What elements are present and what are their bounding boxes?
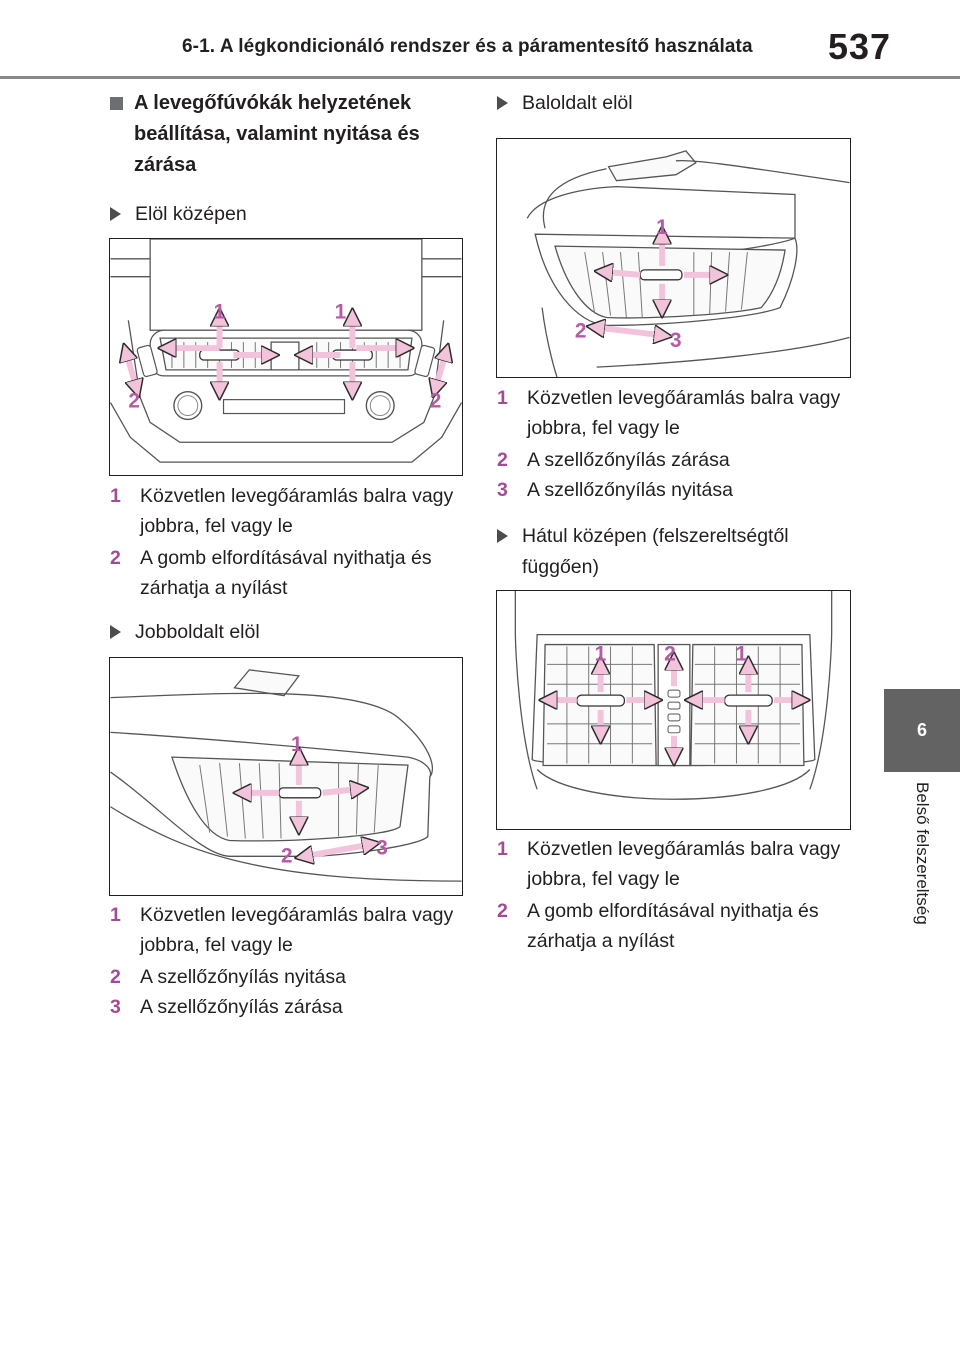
legend-text: Közvetlen levegőáramlás balra vagy jobbr… bbox=[527, 838, 841, 890]
callout-1-right: 1 bbox=[335, 300, 347, 323]
right-front-title: Jobboldalt elöl bbox=[110, 617, 480, 648]
legend-text: A szellőzőnyílás zárása bbox=[140, 996, 343, 1018]
figure-right-front-vent: 1 2 3 bbox=[109, 657, 463, 896]
legend-text: A szellőzőnyílás zárása bbox=[527, 449, 730, 471]
left-front-title: Baloldalt elöl bbox=[497, 88, 867, 119]
legend-item: 1 Közvetlen levegőáramlás balra vagy job… bbox=[497, 383, 867, 443]
legend-text: A gomb elfordításával nyithatja és zárha… bbox=[140, 547, 432, 599]
header-rule bbox=[0, 76, 960, 79]
callout-1: 1 bbox=[656, 216, 668, 239]
legend-number: 1 bbox=[110, 904, 121, 926]
legend-item: 3 A szellőzőnyílás zárása bbox=[110, 992, 480, 1022]
left-column: A levegőfúvókák helyzetének beállítása, … bbox=[110, 88, 480, 230]
callout-2-right: 2 bbox=[430, 390, 442, 413]
left-front-legend: 1 Közvetlen levegőáramlás balra vagy job… bbox=[497, 383, 867, 583]
figure-left-front-vent: 1 2 3 bbox=[496, 138, 851, 378]
chapter-tab[interactable]: 6 bbox=[884, 689, 960, 772]
legend-item: 1 Közvetlen levegőáramlás balra vagy job… bbox=[497, 834, 867, 894]
legend-number: 2 bbox=[497, 900, 508, 922]
legend-item: 2 A szellőzőnyílás zárása bbox=[497, 445, 867, 475]
callout-2-center: 2 bbox=[664, 642, 676, 665]
legend-number: 1 bbox=[497, 838, 508, 860]
legend-text: A szellőzőnyílás nyitása bbox=[140, 966, 346, 988]
section-heading: A levegőfúvókák helyzetének beállítása, … bbox=[110, 88, 480, 181]
callout-1: 1 bbox=[291, 733, 303, 756]
legend-item: 2 A gomb elfordításával nyithatja és zár… bbox=[110, 543, 480, 603]
right-front-vent-illustration: 1 2 3 bbox=[110, 669, 462, 882]
legend-item: 2 A gomb elfordításával nyithatja és zár… bbox=[497, 896, 867, 956]
rear-center-title: Hátul középen (felszereltségtől függően) bbox=[497, 521, 867, 583]
legend-number: 1 bbox=[497, 387, 508, 409]
legend-text: A szellőzőnyílás nyitása bbox=[527, 479, 733, 501]
legend-item: 2 A szellőzőnyílás nyitása bbox=[110, 962, 480, 992]
legend-text: Közvetlen levegőáramlás balra vagy jobbr… bbox=[527, 387, 841, 439]
legend-number: 2 bbox=[110, 547, 121, 569]
front-center-vents-illustration: 1 1 2 2 bbox=[110, 239, 462, 463]
square-bullet-icon bbox=[110, 97, 123, 110]
triangle-bullet-icon bbox=[497, 529, 508, 543]
rear-center-vents-illustration: 1 2 1 bbox=[514, 591, 833, 800]
figure-rear-center-vents: 1 2 1 bbox=[496, 590, 851, 830]
callout-1-left: 1 bbox=[595, 642, 607, 665]
legend-text: Közvetlen levegőáramlás balra vagy jobbr… bbox=[140, 904, 454, 956]
callout-3: 3 bbox=[376, 836, 388, 859]
callout-3: 3 bbox=[670, 329, 682, 352]
right-front-legend: 1 Közvetlen levegőáramlás balra vagy job… bbox=[110, 900, 480, 1022]
front-center-title: Elöl középen bbox=[110, 199, 480, 230]
callout-2: 2 bbox=[575, 319, 587, 342]
callout-2: 2 bbox=[281, 844, 293, 867]
front-center-legend: 1 Közvetlen levegőáramlás balra vagy job… bbox=[110, 481, 480, 648]
left-front-vent-illustration: 1 2 3 bbox=[526, 150, 850, 377]
legend-number: 2 bbox=[497, 449, 508, 471]
triangle-bullet-icon bbox=[110, 625, 121, 639]
legend-number: 3 bbox=[110, 996, 121, 1018]
rear-center-legend: 1 Közvetlen levegőáramlás balra vagy job… bbox=[497, 834, 867, 956]
callout-1-left: 1 bbox=[214, 300, 226, 323]
right-column: Baloldalt elöl bbox=[497, 88, 867, 119]
legend-number: 3 bbox=[497, 479, 508, 501]
legend-item: 1 Közvetlen levegőáramlás balra vagy job… bbox=[110, 900, 480, 960]
legend-number: 2 bbox=[110, 966, 121, 988]
triangle-bullet-icon bbox=[110, 207, 121, 221]
figure-front-center-vents: 1 1 2 2 bbox=[109, 238, 463, 476]
chapter-tab-label: Belső felszereltség bbox=[913, 782, 932, 925]
page-number: 537 bbox=[828, 26, 892, 67]
running-header: 6-1. A légkondicionáló rendszer és a pár… bbox=[182, 36, 753, 57]
legend-item: 1 Közvetlen levegőáramlás balra vagy job… bbox=[110, 481, 480, 541]
legend-text: Közvetlen levegőáramlás balra vagy jobbr… bbox=[140, 485, 454, 537]
triangle-bullet-icon bbox=[497, 96, 508, 110]
legend-number: 1 bbox=[110, 485, 121, 507]
legend-text: A gomb elfordításával nyithatja és zárha… bbox=[527, 900, 819, 952]
callout-2-left: 2 bbox=[128, 390, 140, 413]
legend-item: 3 A szellőzőnyílás nyitása bbox=[497, 475, 867, 505]
callout-1-right: 1 bbox=[735, 642, 747, 665]
